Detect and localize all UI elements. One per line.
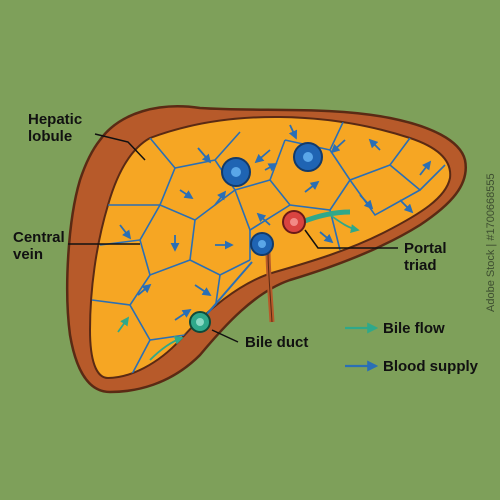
bile-duct-marker (189, 311, 211, 333)
bile-duct-branch (301, 209, 351, 225)
legend-blood-supply: Blood supply (383, 358, 478, 375)
leader-lines (68, 133, 398, 343)
label-portal-triad: Portal triad (404, 240, 447, 274)
legend-bile-flow: Bile flow (383, 320, 445, 337)
blood-arrows (119, 124, 432, 321)
central-vein-1 (221, 157, 251, 187)
label-central-vein: Central vein (13, 229, 65, 263)
portal-triad-marker (282, 210, 306, 234)
watermark: Adobe Stock | #1700668555 (485, 173, 497, 312)
label-bile-duct: Bile duct (245, 334, 309, 351)
central-vein-2 (293, 142, 323, 172)
bile-arrows (117, 214, 360, 361)
central-vein-3 (250, 232, 274, 256)
label-hepatic-lobule: Hepatic lobule (28, 111, 83, 145)
